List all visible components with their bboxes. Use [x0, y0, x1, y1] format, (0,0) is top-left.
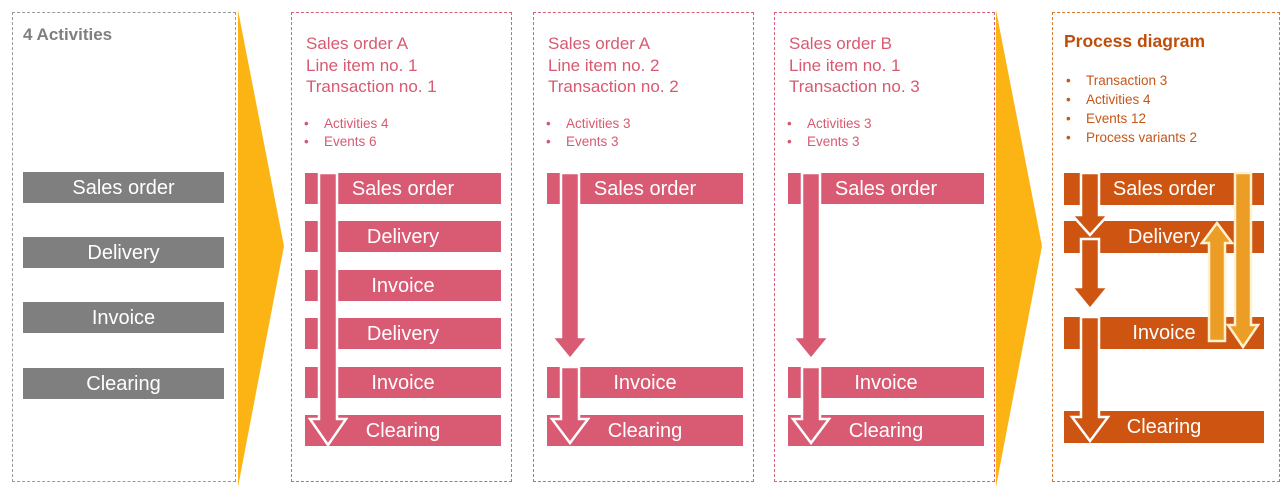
stat-item: Activities 4 — [1064, 90, 1197, 109]
transaction-stats: Activities 4 Events 6 — [302, 115, 389, 150]
transition-arrow-icon — [238, 10, 284, 487]
stat-item: Activities 3 — [785, 115, 872, 133]
activity-bar-delivery: Delivery — [23, 237, 224, 268]
stat-item: Activities 3 — [544, 115, 631, 133]
event-bar-sales-order: Sales order — [788, 173, 984, 204]
bar-label: Clearing — [607, 419, 683, 442]
process-bar-delivery: Delivery — [1064, 221, 1264, 253]
bar-label: Delivery — [366, 225, 440, 248]
event-bar-invoice-2: Invoice — [305, 367, 501, 398]
stat-item: Activities 4 — [302, 115, 389, 133]
transaction-stats: Activities 3 Events 3 — [785, 115, 872, 150]
title-line: Transaction no. 2 — [548, 77, 679, 96]
event-bar-clearing: Clearing — [547, 415, 743, 446]
transaction-title: Sales order B Line item no. 1 Transactio… — [789, 33, 920, 98]
bar-label: Clearing — [1126, 416, 1202, 438]
stat-item: Process variants 2 — [1064, 128, 1197, 147]
event-bar-sales-order: Sales order — [305, 173, 501, 204]
panel-transaction-2: Sales order A Line item no. 2 Transactio… — [533, 12, 754, 482]
event-bar-invoice: Invoice — [547, 367, 743, 398]
process-diagram-title: Process diagram — [1064, 31, 1206, 51]
flow-arrow-down-icon — [307, 171, 349, 448]
bar-label: Sales order — [593, 177, 697, 200]
process-bar-invoice: Invoice — [1064, 317, 1264, 349]
bar-label: Delivery — [87, 241, 160, 264]
bar-label: Sales order — [72, 176, 175, 199]
bar-label: Clearing — [848, 419, 924, 442]
activity-bar-clearing: Clearing — [23, 368, 224, 399]
title-line: Sales order B — [789, 34, 892, 53]
transaction-title: Sales order A Line item no. 1 Transactio… — [306, 33, 437, 98]
title-line: Sales order A — [548, 34, 651, 53]
title-line: Transaction no. 1 — [306, 77, 437, 96]
panel-activities: 4 Activities Sales order Delivery Invoic… — [12, 12, 236, 482]
panel-activities-title: 4 Activities — [23, 25, 113, 44]
stat-item: Events 12 — [1064, 109, 1197, 128]
title-line: Transaction no. 3 — [789, 77, 920, 96]
event-bar-invoice: Invoice — [305, 270, 501, 301]
title-line: Line item no. 1 — [789, 55, 901, 75]
stat-item: Events 6 — [302, 133, 389, 151]
bar-label: Invoice — [1132, 322, 1196, 344]
bar-label: Clearing — [86, 372, 161, 395]
bar-label: Delivery — [366, 322, 440, 345]
bar-label: Invoice — [371, 274, 435, 297]
panel-process-diagram: Process diagram Transaction 3 Activities… — [1052, 12, 1280, 482]
stat-item: Events 3 — [785, 133, 872, 151]
panel-transaction-1: Sales order A Line item no. 1 Transactio… — [291, 12, 512, 482]
event-bar-sales-order: Sales order — [547, 173, 743, 204]
transaction-stats: Activities 3 Events 3 — [544, 115, 631, 150]
bar-label: Invoice — [91, 306, 156, 329]
event-bar-invoice: Invoice — [788, 367, 984, 398]
event-bar-clearing: Clearing — [788, 415, 984, 446]
title-line: Line item no. 1 — [306, 55, 418, 75]
title-line: Line item no. 2 — [548, 55, 660, 75]
event-bar-delivery-2: Delivery — [305, 318, 501, 349]
transition-arrow-icon — [996, 10, 1042, 487]
bar-label: Invoice — [613, 371, 677, 394]
bar-label: Sales order — [834, 177, 938, 200]
activity-bar-sales-order: Sales order — [23, 172, 224, 203]
stat-item: Transaction 3 — [1064, 71, 1197, 90]
bar-label: Invoice — [854, 371, 918, 394]
activity-bar-invoice: Invoice — [23, 302, 224, 333]
bar-label: Invoice — [371, 371, 435, 394]
transaction-title: Sales order A Line item no. 2 Transactio… — [548, 33, 679, 98]
stat-item: Events 3 — [544, 133, 631, 151]
bar-label: Clearing — [365, 419, 441, 442]
process-diagram-stats: Transaction 3 Activities 4 Events 12 Pro… — [1064, 71, 1197, 147]
title-line: Sales order A — [306, 34, 409, 53]
process-bar-sales-order: Sales order — [1064, 173, 1264, 205]
event-bar-delivery: Delivery — [305, 221, 501, 252]
event-bar-clearing: Clearing — [305, 415, 501, 446]
process-bar-clearing: Clearing — [1064, 411, 1264, 443]
panel-transaction-3: Sales order B Line item no. 1 Transactio… — [774, 12, 995, 482]
bar-label: Sales order — [351, 177, 455, 200]
bar-label: Sales order — [1112, 178, 1216, 200]
bar-label: Delivery — [1127, 226, 1201, 248]
